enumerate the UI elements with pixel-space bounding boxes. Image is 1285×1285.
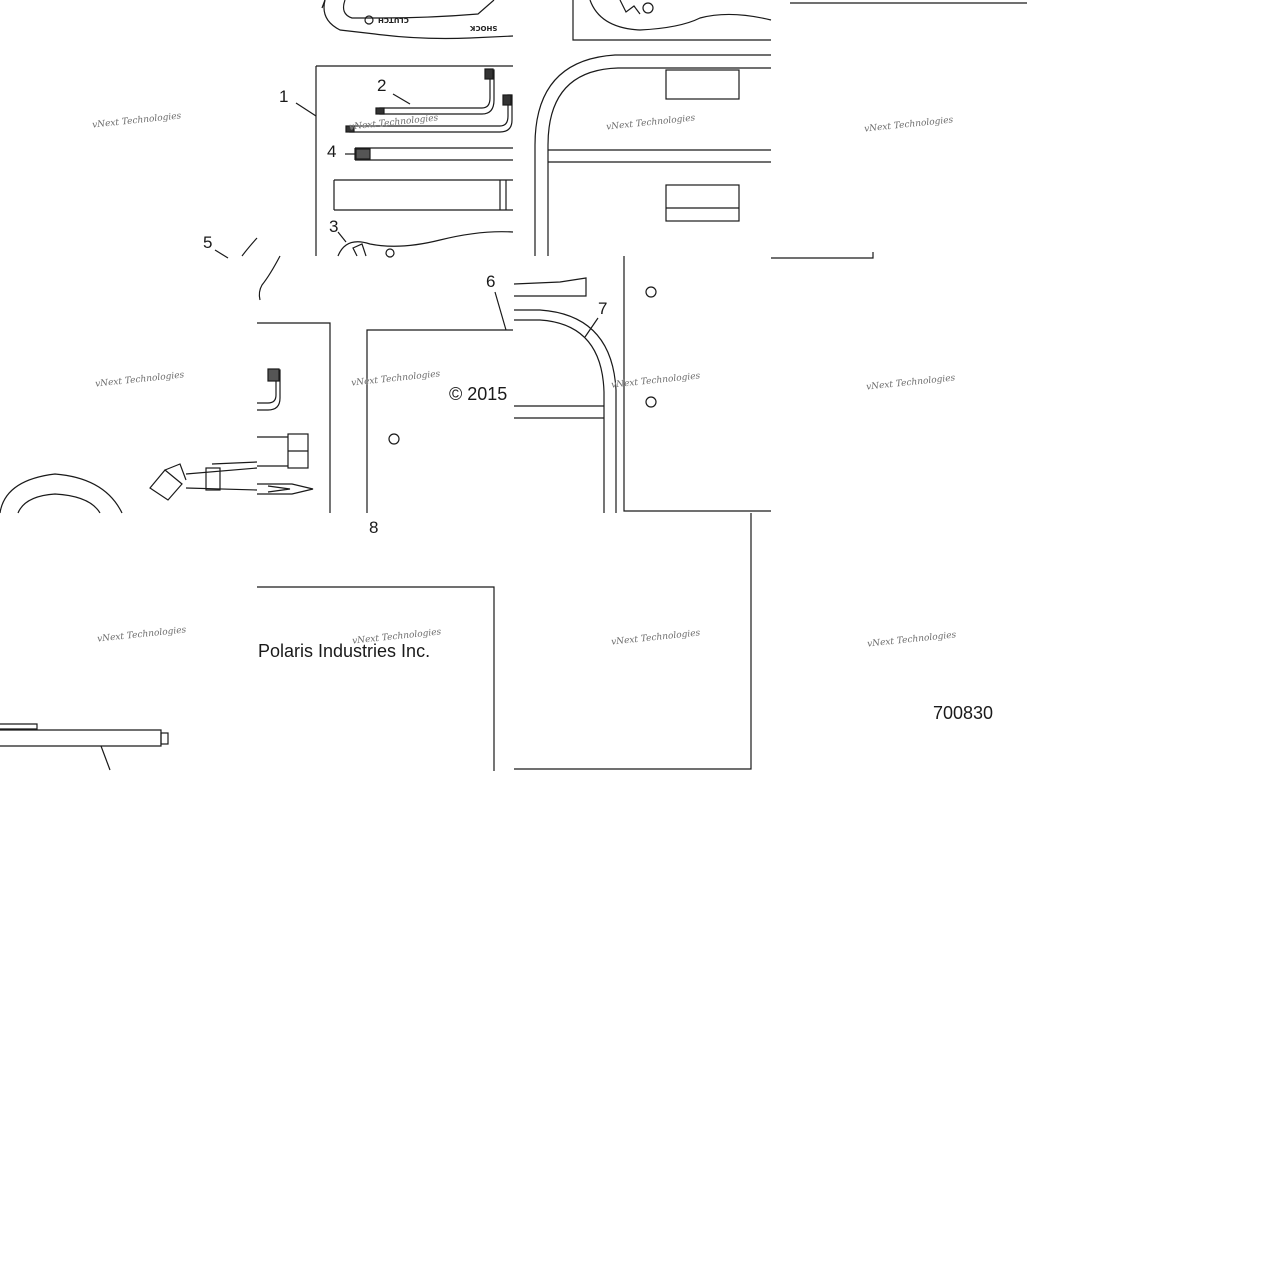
hex-key-small (257, 368, 281, 411)
clutch-engraving: CLUTCH (378, 16, 409, 24)
copyright-notice: © 2015 (449, 384, 508, 404)
leader-lines (295, 93, 599, 338)
tire-gauge-ring-inner (17, 493, 101, 514)
pliers-tip (513, 277, 587, 297)
tray-panel-right (623, 256, 771, 512)
socket-adapter (257, 433, 309, 469)
tray-panel-lower (514, 513, 752, 770)
spanner-wrench-tool (321, 0, 514, 40)
callout-4: 4 (327, 142, 337, 161)
extension-bar (345, 147, 513, 161)
pliers-tool (337, 231, 514, 258)
callout-7: 7 (598, 299, 608, 318)
handle-tube (333, 179, 513, 211)
shock-engraving: SHOCK (470, 24, 498, 32)
hex-key-set (345, 68, 513, 133)
spark-plug-tool (149, 461, 258, 501)
drawing-number: 700830 (933, 703, 994, 723)
callout-6: 6 (486, 272, 496, 291)
company-name: Polaris Industries Inc. (258, 641, 431, 661)
screwdriver-bit (257, 483, 314, 495)
manual-page-outline (366, 329, 513, 513)
callout-8: 8 (369, 518, 379, 537)
callout-2: 2 (377, 76, 387, 95)
tool-kit-frame-lower (257, 322, 331, 513)
tire-gauge-ring-outer (0, 473, 123, 514)
callout-5: 5 (203, 233, 213, 252)
pliers-box-top (572, 0, 772, 41)
manual-page-lower (257, 586, 495, 771)
callout-3: 3 (329, 217, 339, 236)
callout-1: 1 (279, 87, 289, 106)
storage-tray-outline (534, 54, 874, 259)
tire-gauge-bar (0, 723, 169, 771)
storage-tray-corner (514, 309, 617, 513)
tie-strap (214, 237, 281, 301)
